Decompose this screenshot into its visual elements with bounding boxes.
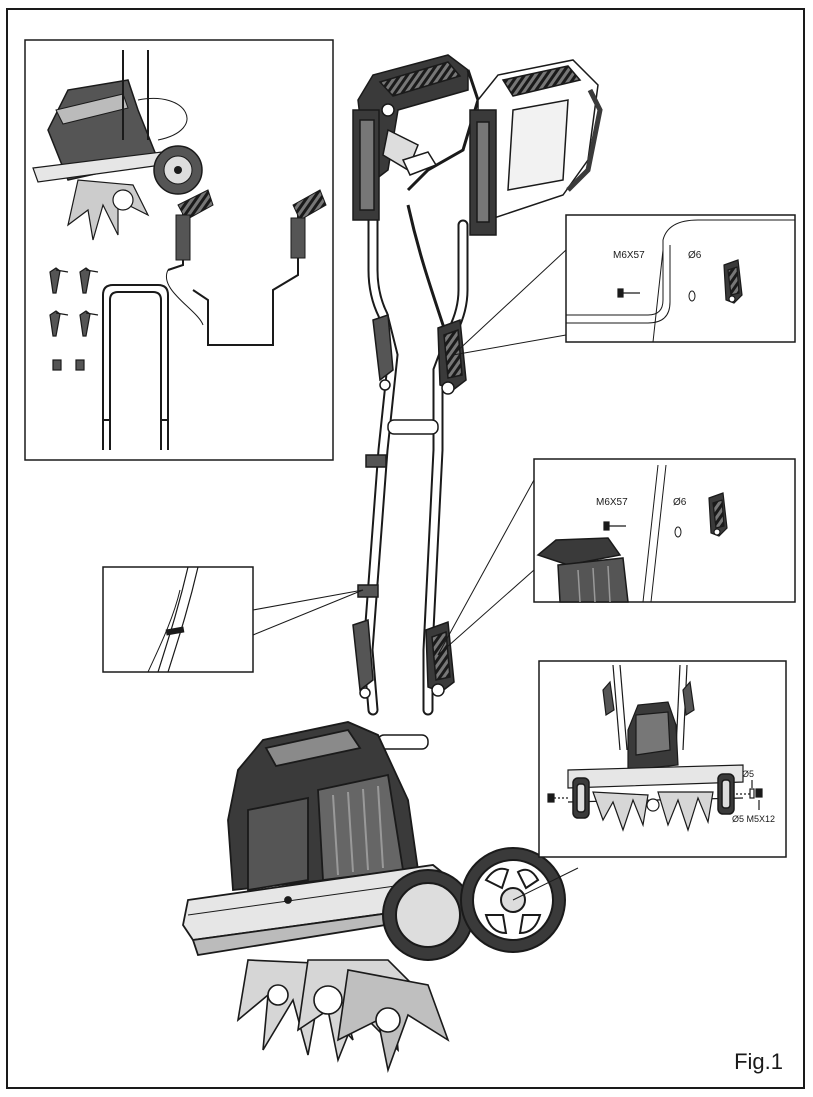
lower-bolt-callout: M6X57 Ø6 (534, 459, 795, 602)
washer-icon (689, 291, 695, 301)
knob-icon (724, 260, 742, 303)
washer-label-upper: Ø6 (688, 250, 702, 261)
washer-label-lower: Ø6 (673, 497, 687, 508)
bolt-label-upper: M6X57 (613, 250, 645, 261)
upper-handle-knobs (373, 315, 466, 394)
parts-overview-inset (25, 40, 333, 460)
cable-clip-callout (103, 567, 253, 672)
upper-bolt-callout: M6X57 Ø6 (566, 215, 795, 342)
figure-label: Fig.1 (734, 1049, 783, 1075)
wheel-assembly-callout: Ø5 Ø5 M5X12 (539, 661, 786, 857)
left-handle-grip (353, 55, 478, 220)
assembly-diagram: M6X57 Ø6 M6X57 Ø6 (8, 10, 803, 1087)
washer-icon (675, 527, 681, 537)
control-cable (408, 205, 448, 340)
washer-bolt-label-wheel: Ø5 M5X12 (732, 814, 775, 824)
knob-icon (709, 493, 727, 536)
bolt-label-lower: M6X57 (596, 497, 628, 508)
tiller-tines (238, 960, 448, 1070)
washer-label-wheel: Ø5 (742, 769, 754, 779)
manual-page-frame: M6X57 Ø6 M6X57 Ø6 (6, 8, 805, 1089)
right-handle-grip (470, 60, 600, 235)
